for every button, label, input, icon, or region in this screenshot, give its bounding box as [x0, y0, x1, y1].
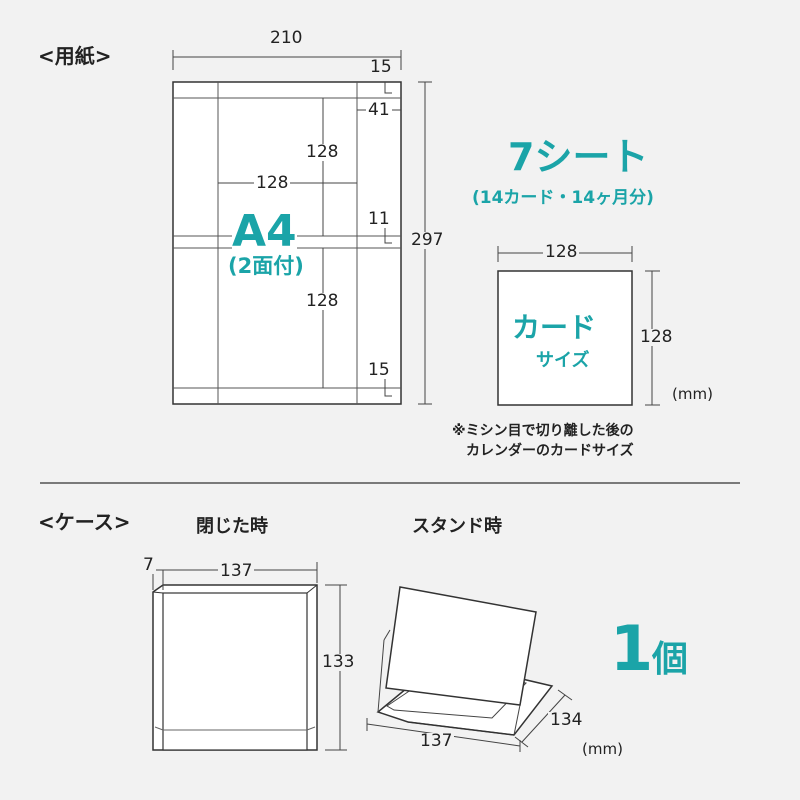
paper-section-label: <用紙> [38, 44, 112, 68]
card-height-dim: 128 [638, 327, 675, 347]
case-count-unit: 個 [652, 639, 689, 680]
closed-case-drawing [152, 562, 347, 751]
paper-width-dim: 210 [268, 28, 305, 48]
card-subtitle: サイズ [536, 350, 590, 371]
stand-depth-dim: 134 [548, 710, 585, 730]
card-title: カード [512, 311, 597, 344]
closed-depth-dim: 7 [141, 555, 156, 575]
closed-height-dim: 133 [320, 652, 357, 672]
paper-margin-bottom-dim: 15 [366, 360, 392, 380]
case-count-number: 1 [610, 612, 654, 685]
paper-card-height-bottom-dim: 128 [304, 291, 341, 311]
paper-unit: (mm) [672, 385, 713, 403]
case-unit: (mm) [582, 740, 623, 758]
case-section-label: <ケース> [38, 510, 131, 534]
sheets-subtitle: (14カード・14ヶ月分) [472, 188, 654, 208]
paper-card-height-top-dim: 128 [304, 142, 341, 162]
card-size-drawing [497, 246, 660, 406]
card-note-line1: ※ミシン目で切り離した後の [452, 423, 634, 439]
a4-subtitle: (2面付) [228, 254, 304, 278]
sheets-title: 7シート [508, 135, 649, 179]
paper-margin-top-dim: 15 [368, 57, 394, 77]
card-width-dim: 128 [543, 242, 580, 262]
paper-card-width-dim: 128 [254, 173, 291, 193]
paper-gap-dim: 11 [366, 209, 392, 229]
closed-case-title: 閉じた時 [196, 516, 268, 537]
a4-title: A4 [232, 206, 297, 257]
a4-paper-drawing [172, 81, 402, 405]
paper-margin-side-dim: 41 [366, 100, 392, 120]
stand-case-drawing [366, 586, 573, 752]
card-note-line2: カレンダーのカードサイズ [466, 443, 634, 459]
paper-height-dim: 297 [409, 230, 446, 250]
stand-case-title: スタンド時 [412, 516, 502, 537]
closed-width-dim: 137 [218, 561, 255, 581]
stand-width-dim: 137 [418, 731, 455, 751]
